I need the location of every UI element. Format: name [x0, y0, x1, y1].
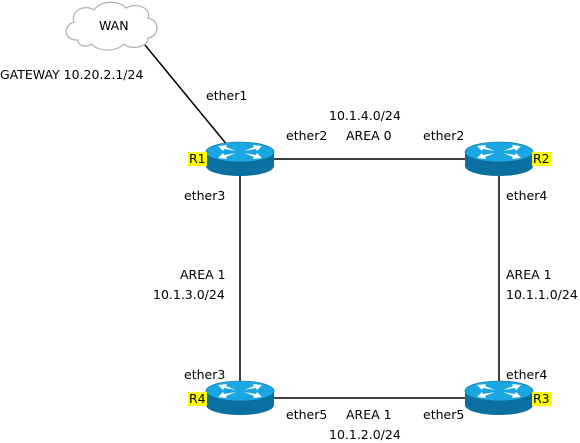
- router-r1-label: R1: [188, 151, 207, 166]
- r4-ether3-label: ether3: [184, 367, 226, 382]
- r4-ether5-label: ether5: [286, 407, 328, 422]
- link-r1-r4-area: AREA 1: [180, 267, 226, 282]
- r3-ether4-label: ether4: [506, 367, 548, 382]
- router-r3-icon: [464, 380, 534, 416]
- router-r1-icon: [205, 141, 275, 177]
- r3-ether5-label: ether5: [423, 407, 465, 422]
- link-r1-r2-subnet: 10.1.4.0/24: [329, 108, 401, 123]
- router-r4-label: R4: [188, 391, 207, 406]
- r1-ether3-label: ether3: [184, 188, 226, 203]
- router-r4-icon: [205, 380, 275, 416]
- router-r2-icon: [464, 141, 534, 177]
- link-r2-r3-area: AREA 1: [506, 267, 552, 282]
- wan-cloud-icon: [65, 1, 158, 51]
- r2-ether2-label: ether2: [423, 128, 465, 143]
- link-r3-r4-area: AREA 1: [346, 407, 392, 422]
- link-wan-r1: [144, 44, 229, 147]
- wan-label: WAN: [99, 18, 129, 33]
- gateway-label: GATEWAY 10.20.2.1/24: [0, 67, 144, 82]
- link-r1-r4-subnet: 10.1.3.0/24: [153, 287, 225, 302]
- link-r3-r4-subnet: 10.1.2.0/24: [329, 427, 401, 442]
- link-r1-r2-area: AREA 0: [346, 128, 392, 143]
- link-r2-r3-subnet: 10.1.1.0/24: [506, 287, 578, 302]
- r1-ether2-label: ether2: [286, 128, 328, 143]
- wan-port-label: ether1: [206, 88, 248, 103]
- router-r2-label: R2: [532, 151, 551, 166]
- router-r3-label: R3: [532, 391, 551, 406]
- r2-ether4-label: ether4: [506, 188, 548, 203]
